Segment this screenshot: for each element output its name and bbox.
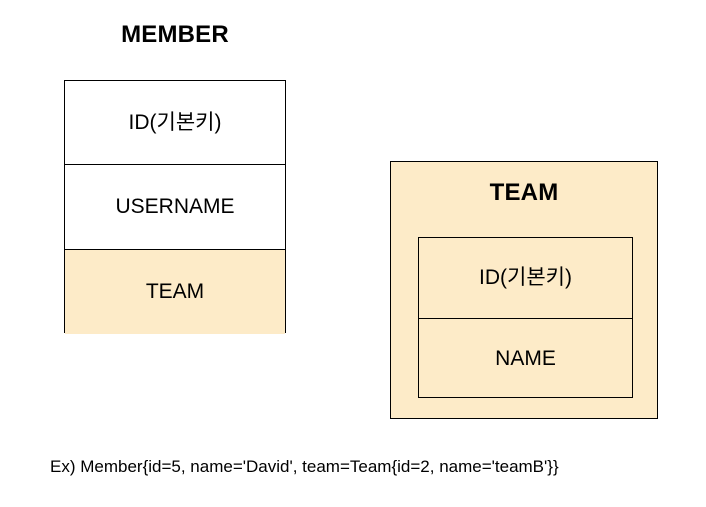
member-field-label-id: ID(기본키) (128, 110, 222, 134)
team-entity-title: TEAM (489, 179, 559, 206)
example-caption: Ex) Member{id=5, name='David', team=Team… (50, 457, 559, 476)
member-field-label-username: USERNAME (115, 194, 235, 218)
team-field-label-id: ID(기본키) (479, 265, 572, 289)
team-entity-field-table: ID(기본키) NAME (418, 237, 633, 398)
member-entity-box: ID(기본키) USERNAME TEAM (64, 80, 286, 334)
member-field-label-team: TEAM (145, 279, 205, 303)
member-field-row-id: ID(기본키) (65, 81, 285, 166)
member-field-row-team: TEAM (65, 249, 285, 334)
member-entity-title: MEMBER (121, 21, 229, 48)
team-field-row-id: ID(기본키) (419, 238, 632, 319)
team-field-label-name: NAME (495, 346, 556, 370)
team-entity-box: TEAM ID(기본키) NAME (390, 161, 658, 419)
member-field-row-username: USERNAME (65, 165, 285, 250)
team-field-row-name: NAME (419, 319, 632, 400)
